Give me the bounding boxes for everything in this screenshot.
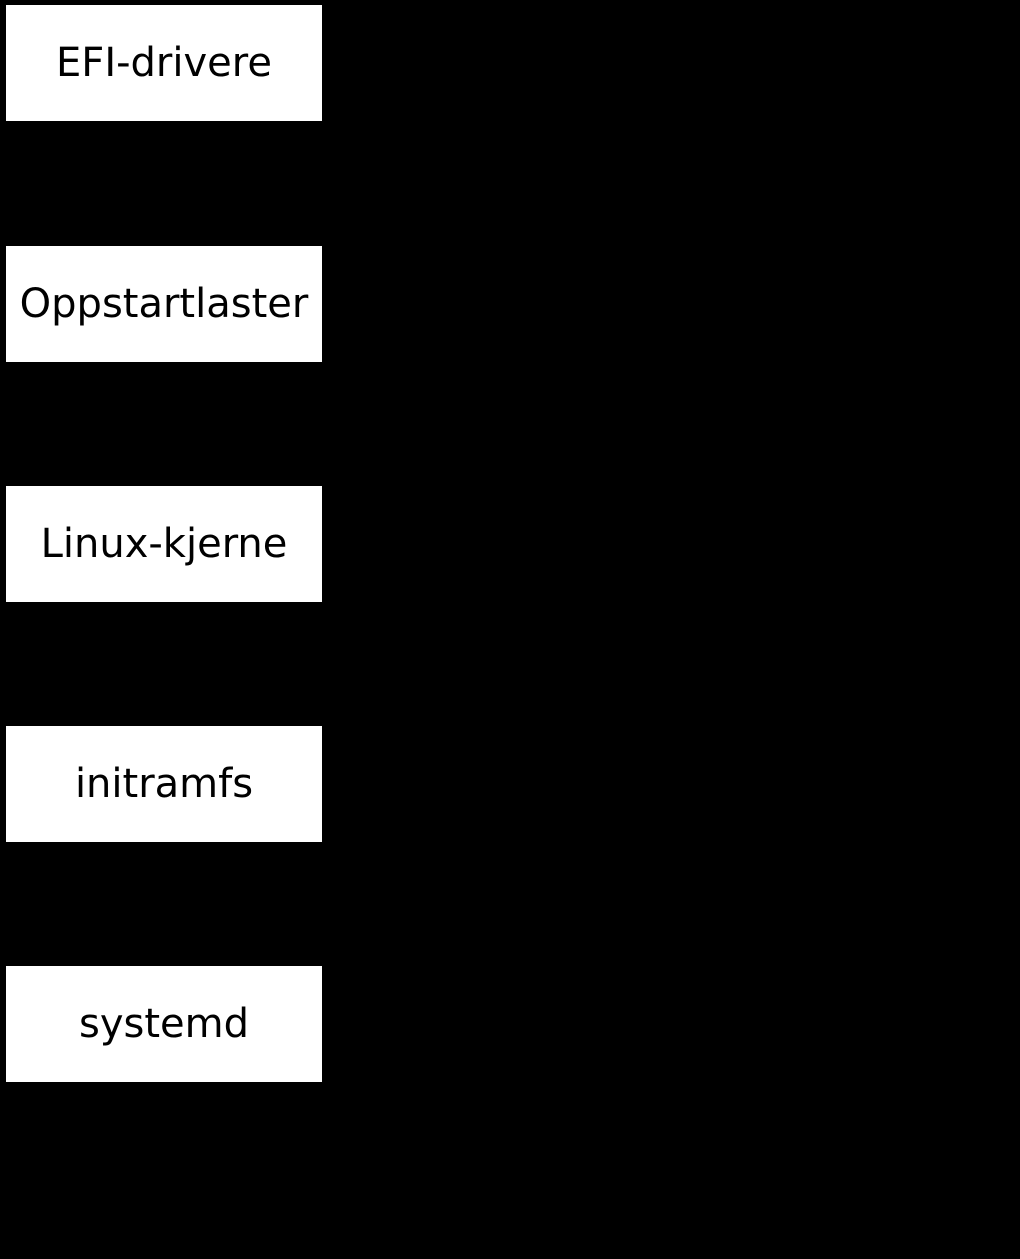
stage-node-efi-drivere[interactable]: EFI-drivere [6,5,322,121]
stage-node-oppstartlaster[interactable]: Oppstartlaster [6,246,322,362]
stage-node-initramfs[interactable]: initramfs [6,726,322,842]
stage-node-label: Linux-kjerne [40,521,288,567]
stage-node-linux-kjerne[interactable]: Linux-kjerne [6,486,322,602]
stage-node-label: initramfs [74,761,254,807]
stage-node-label: systemd [79,1001,249,1047]
stage-node-label: Oppstartlaster [19,281,309,327]
stage-node-systemd[interactable]: systemd [6,966,322,1082]
stage-node-label: EFI-drivere [56,40,272,86]
